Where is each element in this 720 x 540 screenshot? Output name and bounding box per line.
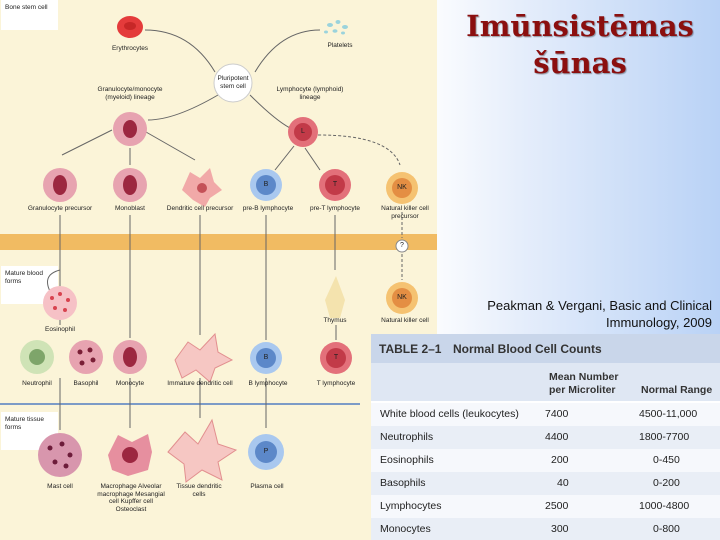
label-plasma-cell: Plasma cell: [250, 483, 284, 490]
row-mean: 300: [551, 523, 569, 535]
arrow-nk: [317, 134, 401, 166]
citation: Peakman & Vergani, Basic and Clinical Im…: [487, 298, 712, 330]
basophil-cell: [69, 340, 103, 374]
row-mean: 4400: [545, 431, 569, 443]
label-lymphoid: Lymphocyte (lymphoid) lineage: [276, 86, 344, 101]
immature-dc-cell: [174, 332, 234, 383]
label-b-lymphocyte: B lymphocyte: [248, 380, 288, 387]
table-header: TABLE 2–1 Normal Blood Cell Counts: [371, 334, 720, 363]
letter-b1: B: [263, 181, 269, 188]
table-number: TABLE 2–1: [379, 342, 442, 356]
mast-cell: [38, 433, 82, 477]
label-monocyte: Monocyte: [115, 380, 145, 387]
arrow-dc: [145, 131, 196, 161]
table-row: White blood cells (leukocytes) 7400 4500…: [371, 403, 720, 426]
label-pluripotent: Pluripotent stem cell: [217, 75, 249, 90]
letter-q: ?: [400, 242, 404, 249]
row-mean: 2500: [545, 500, 569, 512]
row-range: 0-450: [653, 454, 680, 466]
letter-p: P: [263, 448, 269, 455]
letter-l: L: [301, 128, 305, 135]
letter-nk1: NK: [397, 184, 407, 191]
arrow-gp: [61, 129, 113, 156]
letter-b2: B: [263, 354, 269, 361]
diagram-graphics: [0, 0, 437, 483]
row-name: Monocytes: [380, 523, 431, 535]
row-mean: 200: [551, 454, 569, 466]
table-row: Eosinophils 200 0-450: [371, 449, 720, 472]
platelets-cells: [324, 20, 348, 35]
section-label-blood: Mature blood forms: [5, 270, 43, 285]
hematopoiesis-diagram: Bone stem cell Mature blood forms Mature…: [0, 0, 437, 540]
label-dendritic-precursor: Dendritic cell precursor: [166, 205, 234, 212]
label-macrophage: Macrophage Alveolar macrophage Mesangial…: [97, 483, 165, 513]
row-name: Basophils: [380, 477, 426, 489]
table-column-headers: Mean Number per Microliter Normal Range: [371, 363, 720, 401]
letter-t2: T: [333, 354, 339, 361]
label-platelets: Platelets: [327, 42, 353, 49]
arrow-myeloid: [147, 94, 219, 121]
table-row: Lymphocytes 2500 1000-4800: [371, 495, 720, 518]
label-eosinophil: Eosinophil: [45, 326, 75, 333]
pluripotent-stem-cell: [213, 63, 253, 103]
letter-t1: T: [332, 181, 338, 188]
arrow-platelet: [254, 29, 321, 73]
row-range: 1800-7700: [639, 431, 690, 443]
row-mean: 40: [557, 477, 569, 489]
table-name: Normal Blood Cell Counts: [453, 342, 602, 356]
arrow-t: [304, 147, 321, 171]
label-tissue-dc: Tissue dendritic cells: [176, 483, 222, 498]
label-mast-cell: Mast cell: [47, 483, 73, 490]
slide-title: Imūnsistēmas šūnas: [466, 9, 694, 80]
letter-nk2: NK: [397, 294, 407, 301]
eosinophil-cell: [43, 286, 77, 320]
label-monoblast: Monoblast: [115, 205, 145, 212]
bone-marrow-band: [0, 234, 437, 250]
label-immature-dc: Immature dendritic cell: [167, 380, 233, 387]
arrow-lymphoid: [249, 94, 291, 129]
label-granulocyte-precursor: Granulocyte precursor: [27, 205, 93, 212]
section-label-tissue: Mature tissue forms: [5, 416, 45, 431]
label-erythrocytes: Erythrocytes: [111, 45, 149, 52]
section-label-bone: Bone stem cell: [5, 4, 48, 11]
col-header-range: Normal Range: [641, 384, 713, 396]
row-name: White blood cells (leukocytes): [380, 408, 519, 420]
row-range: 0-800: [653, 523, 680, 535]
label-basophil: Basophil: [73, 380, 99, 387]
col-header-mean: Mean Number per Microliter: [549, 371, 619, 396]
table-row: Basophils 40 0-200: [371, 472, 720, 495]
row-mean: 7400: [545, 408, 569, 420]
label-pre-t: pre-T lymphocyte: [309, 205, 361, 212]
row-range: 1000-4800: [639, 500, 690, 512]
arrow-erythro: [144, 29, 216, 73]
arrow-b: [274, 145, 295, 171]
row-range: 0-200: [653, 477, 680, 489]
label-nk-precursor: Natural killer cell precursor: [381, 205, 429, 220]
blood-counts-table: TABLE 2–1 Normal Blood Cell Counts Mean …: [371, 334, 720, 540]
label-t-lymphocyte: T lymphocyte: [316, 380, 356, 387]
divider-line: [0, 403, 360, 405]
label-neutrophil: Neutrophil: [22, 380, 52, 387]
label-pre-b: pre-B lymphocyte: [242, 205, 294, 212]
unknown-cell: [395, 239, 409, 253]
row-range: 4500-11,000: [639, 408, 698, 420]
tissue-dc-cell: [167, 418, 238, 483]
label-thymus: Thymus: [323, 317, 347, 324]
row-name: Eosinophils: [380, 454, 434, 466]
label-nk-cell: Natural killer cell: [381, 317, 429, 324]
label-myeloid: Granulocyte/monocyte (myeloid) lineage: [97, 86, 163, 101]
section-box-bone: [1, 0, 58, 30]
row-name: Lymphocytes: [380, 500, 442, 512]
table-row: Neutrophils 4400 1800-7700: [371, 426, 720, 449]
thymus-organ: [325, 276, 345, 318]
table-row: Monocytes 300 0-800: [371, 518, 720, 540]
row-name: Neutrophils: [380, 431, 434, 443]
